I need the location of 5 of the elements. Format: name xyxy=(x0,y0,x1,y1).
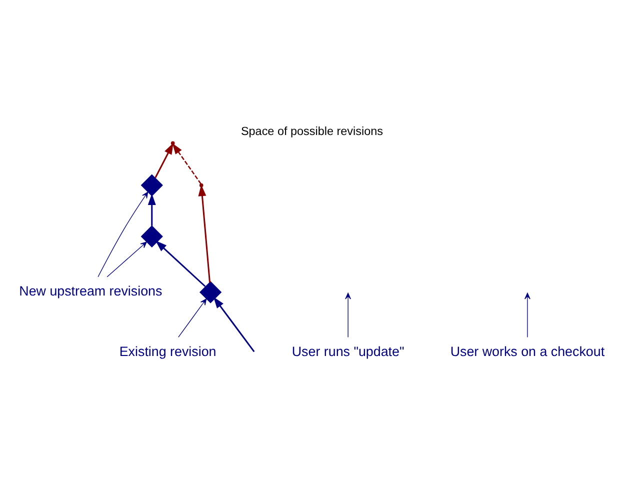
diagram-title: Space of possible revisions xyxy=(240,125,384,138)
node-text: New upstream revisions xyxy=(19,283,162,298)
node-text: User works on a checkout xyxy=(450,344,605,359)
node-text: Existing revision xyxy=(119,344,216,359)
node-text: User runs "update" xyxy=(292,344,404,359)
